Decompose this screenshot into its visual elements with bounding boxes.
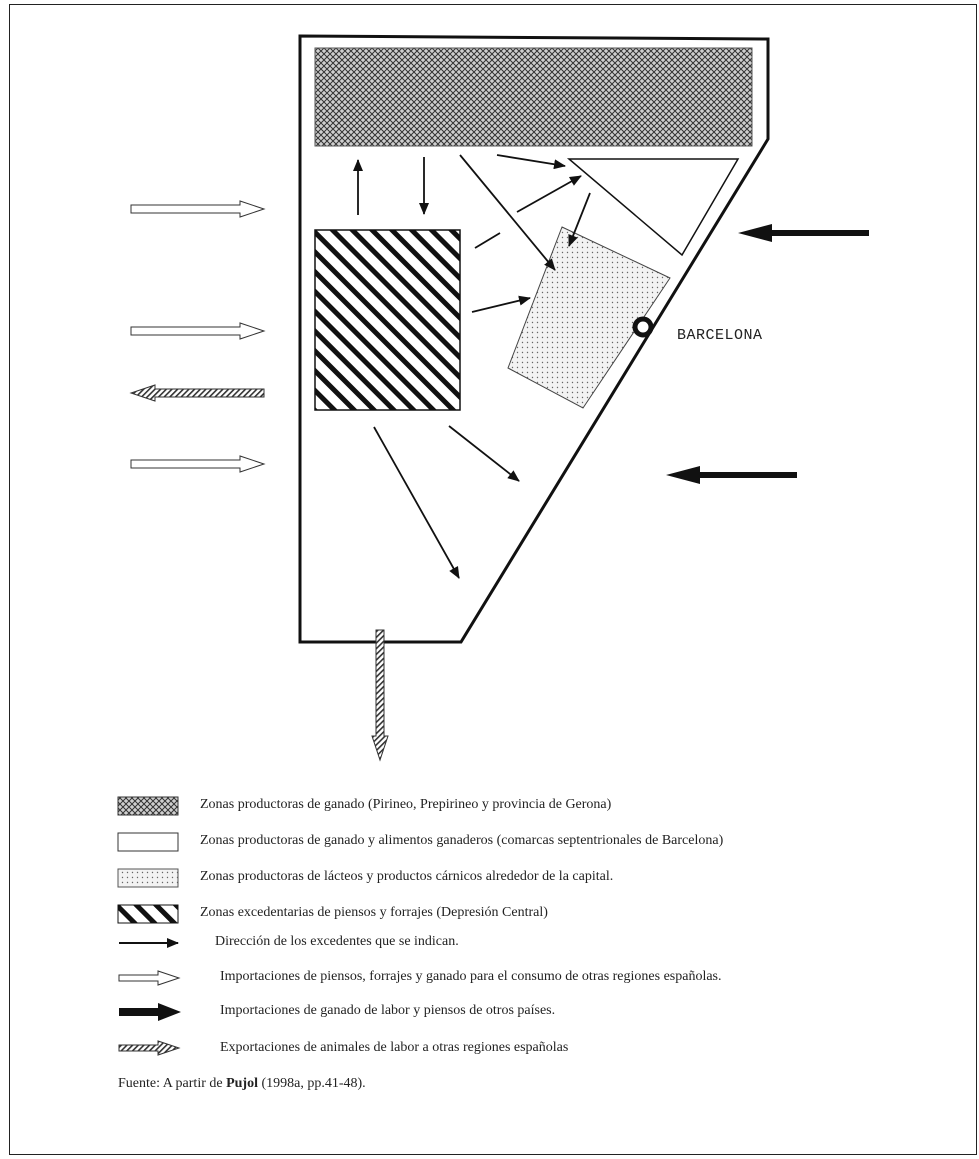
export-arrow-south bbox=[371, 629, 389, 762]
flow-arrow bbox=[474, 232, 501, 249]
export-arrow-west bbox=[129, 384, 265, 402]
legend-text-import-nacional: Importaciones de piensos, forrajes y gan… bbox=[220, 969, 722, 984]
flow-arrow bbox=[496, 154, 566, 170]
legend-swatch-import-extranjero bbox=[119, 1003, 181, 1021]
legend-swatch-alimentos bbox=[117, 832, 179, 852]
legend-text-alimentos: Zonas productoras de ganado y alimentos … bbox=[200, 833, 724, 848]
flow-arrow bbox=[448, 425, 520, 482]
flow-arrow bbox=[568, 192, 591, 247]
zone-piensos bbox=[314, 229, 461, 411]
internal-flows bbox=[353, 154, 591, 579]
hollow-arrow bbox=[130, 322, 266, 340]
hollow-arrow bbox=[130, 455, 266, 473]
source-prefix: Fuente: A partir de bbox=[118, 1076, 227, 1091]
flow-arrow bbox=[373, 426, 460, 579]
zone-lacteos bbox=[507, 226, 671, 409]
solid-arrow bbox=[666, 466, 797, 484]
legend-swatch-piensos bbox=[117, 904, 179, 924]
legend-text-import-extranjero: Importaciones de ganado de labor y piens… bbox=[220, 1003, 556, 1018]
city-label-barcelona: BARCELONA bbox=[677, 327, 763, 344]
legend-text-export: Exportaciones de animales de labor a otr… bbox=[220, 1040, 569, 1055]
legend-swatch-ganado bbox=[117, 796, 179, 816]
legend-swatches bbox=[117, 796, 181, 1056]
barcelona-marker bbox=[632, 316, 654, 338]
imports-national bbox=[130, 200, 266, 473]
legend-text-lacteos: Zonas productoras de lácteos y productos… bbox=[200, 869, 614, 884]
legend-text-piensos: Zonas excedentarias de piensos y forraje… bbox=[200, 905, 548, 920]
zone-alimentos bbox=[566, 158, 740, 257]
flow-arrow bbox=[459, 154, 556, 271]
flow-arrow bbox=[471, 295, 531, 313]
solid-arrow bbox=[738, 224, 869, 242]
zone-ganado bbox=[314, 47, 753, 147]
source-ref: (1998a, pp.41-48). bbox=[257, 1076, 366, 1091]
legend-swatch-export bbox=[118, 1040, 181, 1056]
imports-foreign bbox=[666, 224, 869, 484]
source-note: Fuente: A partir de Pujol (1998a, pp.41-… bbox=[118, 1076, 366, 1092]
source-author: Pujol bbox=[226, 1076, 258, 1091]
legend-text-ganado: Zonas productoras de ganado (Pirineo, Pr… bbox=[200, 797, 612, 812]
legend-swatch-lacteos bbox=[117, 868, 179, 888]
hollow-arrow bbox=[130, 200, 266, 218]
legend-text-excedentes: Dirección de los excedentes que se indic… bbox=[215, 934, 459, 949]
legend-swatch-import-nacional bbox=[118, 970, 181, 986]
figure-frame bbox=[9, 4, 977, 1155]
flow-arrow bbox=[516, 175, 582, 213]
